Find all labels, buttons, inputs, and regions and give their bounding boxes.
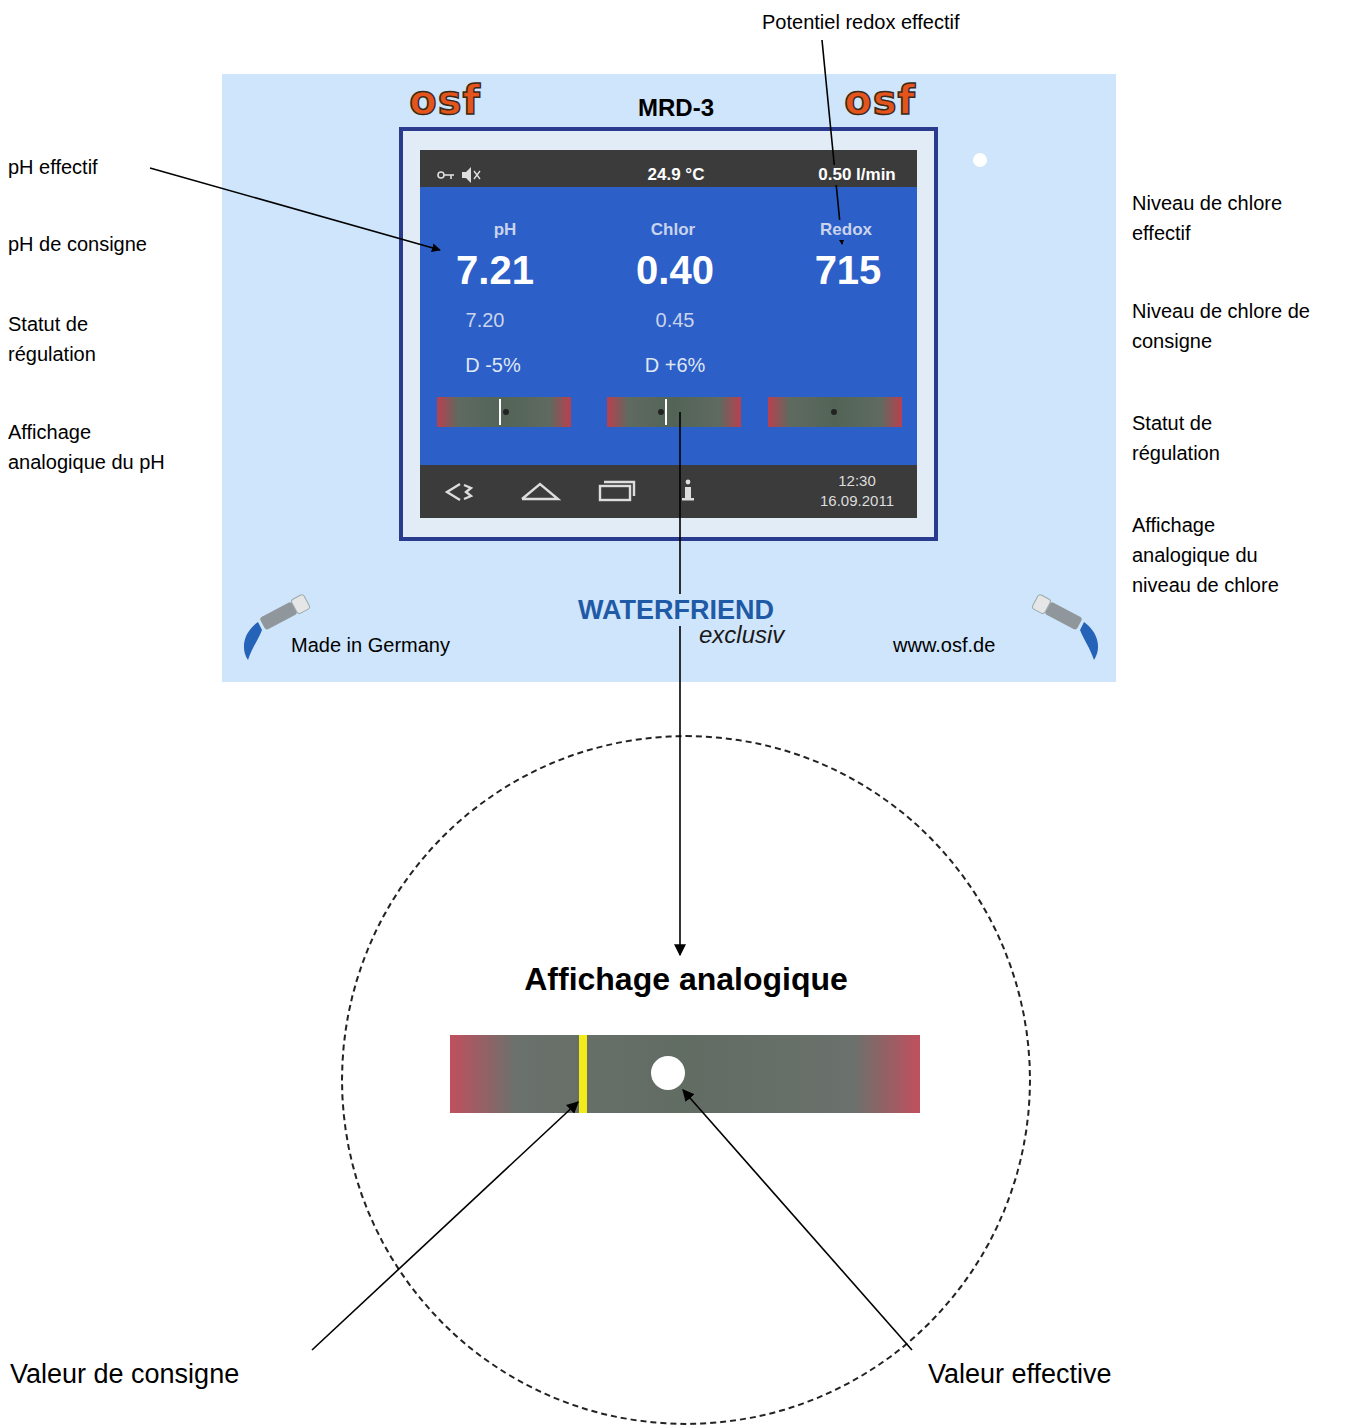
leader-line: [822, 40, 842, 244]
key-icon: [438, 172, 454, 179]
brand-logo: osf: [409, 80, 481, 120]
date-time: 12:30 16.09.2011: [807, 471, 907, 510]
callout-label: Potentiel redox effectif: [762, 10, 960, 34]
zoom-circle: Affichage analogique: [341, 735, 1031, 1425]
actual-value: 7.21: [456, 246, 534, 294]
column-heading: pH: [494, 220, 517, 240]
analog-bar: [450, 1035, 920, 1113]
windows-icon: [600, 482, 634, 500]
actual-value-dot: [651, 1056, 685, 1090]
info-icon: [682, 480, 694, 501]
actual-value: 715: [815, 246, 882, 294]
flow-reading: 0.50 l/min: [815, 165, 898, 185]
back-icon: [447, 484, 471, 500]
mute-icon: [462, 167, 480, 183]
callout-label: Statut de régulation: [8, 309, 138, 369]
callout-label: Valeur effective: [928, 1358, 1112, 1390]
callout-label: pH de consigne: [8, 232, 147, 256]
setpoint-value: 0.45: [656, 308, 695, 332]
zoom-heading: Affichage analogique: [524, 960, 848, 998]
control-status: D +6%: [645, 353, 706, 377]
callout-label: Affichage analogique du pH: [8, 417, 178, 477]
setpoint-marker: [579, 1035, 587, 1113]
pipette-icon: [1032, 594, 1099, 660]
brand-suffix: exclusiv: [699, 621, 784, 650]
temperature-reading: 24.9 °C: [645, 165, 708, 185]
column-heading: Chlor: [651, 220, 695, 240]
callout-label: Niveau de chlore effectif: [1132, 188, 1337, 248]
display-screen: 24.9 °C 0.50 l/min pH Chlor Redox 7.21 0.40 715…: [399, 127, 938, 541]
brand-logo: osf: [844, 80, 916, 120]
callout-label: Affichage analogique du niveau de chlore: [1132, 510, 1307, 600]
callout-label: Valeur de consigne: [10, 1358, 239, 1390]
status-bar: [420, 150, 917, 187]
leader-line: [683, 1090, 912, 1350]
actual-value: 0.40: [636, 246, 714, 294]
analog-bar: [437, 397, 571, 427]
leader-line: [679, 412, 681, 955]
menu-bar: [420, 465, 917, 518]
setpoint-value: 7.20: [466, 308, 505, 332]
analog-bar: [607, 397, 741, 427]
model-name: MRD-3: [638, 94, 714, 123]
control-status: D -5%: [465, 353, 521, 377]
home-icon: [522, 484, 558, 499]
origin-note: Made in Germany: [291, 633, 450, 657]
website: www.osf.de: [893, 633, 995, 657]
callout-label: pH effectif: [8, 155, 98, 179]
screen-background: [420, 150, 917, 518]
callout-label: Statut de régulation: [1132, 408, 1262, 468]
leader-line: [150, 168, 440, 250]
column-heading: Redox: [817, 220, 875, 240]
zoom-art: [343, 737, 1029, 1423]
callout-label: Niveau de chlore de consigne: [1132, 296, 1337, 356]
device-panel: osfMRD-3osfMade in GermanyWATERFRIENDexc…: [222, 74, 1116, 682]
leader-line: [312, 1102, 578, 1350]
status-led: [973, 153, 987, 167]
analog-bar: [768, 397, 902, 427]
